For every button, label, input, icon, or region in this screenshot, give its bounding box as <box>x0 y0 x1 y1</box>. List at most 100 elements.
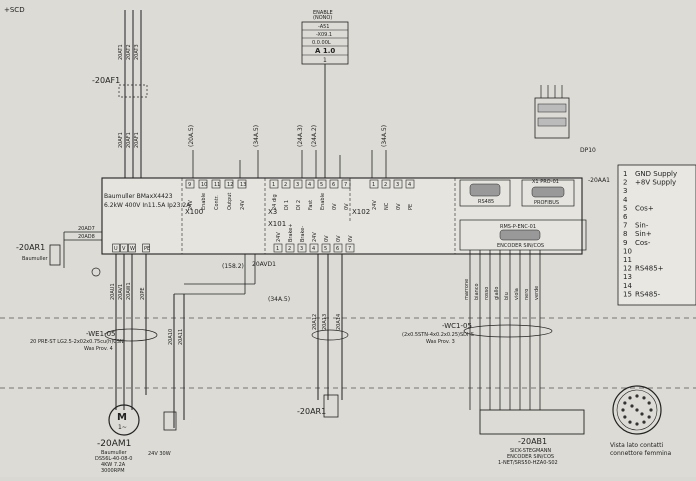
ctrl-tag-4: (24A.2) <box>311 125 318 147</box>
encoder-wire-label: marrone <box>464 279 470 300</box>
pin-name: NC <box>384 202 390 210</box>
motor-wire-v: 20AV1 <box>118 284 124 300</box>
power-label-3: 20AF1 <box>134 132 140 148</box>
ad7-label: 20AD7 <box>78 226 95 232</box>
x101-pin: 3 <box>300 246 303 252</box>
wc1-sub: (2x0.5STN-4x0.2x0.25)SDHS <box>402 332 474 338</box>
tag-34a5: (34A.5) <box>268 296 290 303</box>
ar1-left-label: -20AR1 <box>16 243 45 252</box>
pin-number: 1 <box>272 182 275 188</box>
dp10-label: DP10 <box>580 147 596 154</box>
pin-name: 24V <box>188 200 194 210</box>
ab1-sub-2: ENCODER SIN/COS <box>507 454 554 460</box>
power-wire-1: 20AT1 <box>118 44 124 60</box>
enable-line-4: A 1.0 <box>315 47 335 55</box>
x101-pin: 2 <box>288 246 291 252</box>
ab1-sub-1: SICK-STEGMANN <box>510 448 551 454</box>
pin-name: 0V <box>396 203 402 210</box>
pin-name: PE <box>408 204 414 210</box>
enable-sub: (NONO) <box>313 15 332 21</box>
pin-number: 11 <box>214 182 220 188</box>
pinout-number: 13 <box>623 273 632 281</box>
brake-circuit: 20A10 20A11 24V 30W (158.2) 20AVD1 <box>148 254 276 457</box>
x101-pin-name: Brake- <box>300 226 306 242</box>
pinout-number: 9 <box>623 239 627 247</box>
pin-number: 7 <box>344 182 347 188</box>
connector-caption-1: Vista lato contatti <box>610 442 663 449</box>
encoder-port <box>459 219 587 251</box>
encoder-plug: RMS-P-ENC-01 <box>500 224 536 230</box>
enable-line-5: 1 <box>323 57 327 64</box>
pin-number: 12 <box>227 182 233 188</box>
x101-pin-name: 24V <box>312 232 318 242</box>
encoder-wire-label: bianco <box>474 283 480 300</box>
power-feed: 20AT1 20AT2 20AT3 -20AF1 20AF1 20AF1 20A… <box>92 10 148 180</box>
ad8-label: 20AD8 <box>78 234 95 240</box>
x101-label: X101 <box>268 220 286 228</box>
ctrl-tag-2: (34A.5) <box>253 125 260 147</box>
rs485-label: RS485 <box>478 199 494 205</box>
x3-label: X3 <box>268 208 277 216</box>
control-tags: (20A.5) (34A.5) (24A.3) (24A.2) (34A.5) <box>188 125 388 180</box>
pinout-number: 7 <box>623 222 627 230</box>
drive-20aa1: Baumuller BMaxX4423 6.2kW 400V In11.5A I… <box>101 177 610 255</box>
drive-spec: 6.2kW 400V In11.5A Ip23.2A <box>104 202 191 209</box>
we1-sub2: Was Prov. 4 <box>84 346 113 352</box>
pin-name: DI 2 <box>296 200 302 210</box>
power-wire-3: 20AT3 <box>134 44 140 60</box>
pin-number: 10 <box>201 182 207 188</box>
ab1-label: -20AB1 <box>518 437 547 446</box>
encoder-label: ENCODER SIN/COS <box>497 243 544 249</box>
x101-pin-name: 0V <box>324 235 330 242</box>
am1-label: -20AM1 <box>97 439 131 449</box>
pin-name: Enable <box>201 193 207 210</box>
power-label-1: 20AF1 <box>118 132 124 148</box>
pinout-number: 10 <box>623 247 632 255</box>
pinout-signal: RS485- <box>635 290 661 298</box>
pinout-number: 11 <box>623 256 632 264</box>
pinout-number: 6 <box>623 213 628 221</box>
enable-box: ENABLE (NONO) -A51 -X09.1 0.0.00L A 1.0 … <box>301 10 349 180</box>
x101-pin: 5 <box>324 246 327 252</box>
pinout-signal: +8V Supply <box>635 179 676 187</box>
brake-wire-1: 20A10 <box>168 329 174 345</box>
pinout-number: 12 <box>623 265 632 273</box>
tag-avd1: 20AVD1 <box>252 261 276 268</box>
pinout-number: 15 <box>623 290 632 298</box>
am1-sub-4: 3000RPM <box>101 468 125 474</box>
encoder-wire-label: blu <box>504 292 510 300</box>
motor-cable: 20AU1 20AV1 20AW1 20PE -WE1-05 20 PRE-ST… <box>30 254 158 410</box>
fuse-20af1 <box>118 84 148 98</box>
round-connector: Vista lato contatti connettore femmina <box>610 385 672 457</box>
pinout-number: 1 <box>623 170 627 178</box>
we1-label: -WE1-05 <box>86 330 115 338</box>
pin-number: 4 <box>308 182 311 188</box>
enable-line-3: 0.0.00L <box>312 40 331 46</box>
encoder-wire-label: verde <box>534 286 540 300</box>
rs485-port <box>459 179 511 207</box>
ar1-left-sub: Baumuller <box>22 256 49 262</box>
pin-name: 24V <box>240 200 246 210</box>
power-pin: U <box>114 246 118 252</box>
power-pin: V <box>122 246 126 252</box>
profibus-label: PROFIBUS <box>534 200 559 206</box>
enable-line-1: -A51 <box>318 24 329 30</box>
pin-name: Fast <box>308 200 314 210</box>
pin-name: 24 dig <box>272 194 278 210</box>
encoder-wire-label: giallo <box>494 287 500 300</box>
pin-number: 6 <box>332 182 335 188</box>
pinout-signal: GND Supply <box>635 170 677 178</box>
power-label-2: 20AF1 <box>126 132 132 148</box>
enc-wire-3: 20A14 <box>336 314 342 330</box>
pinout-number: 5 <box>623 204 627 212</box>
power-pin: W <box>130 246 135 252</box>
am1-sub-2: DS56L-40-08-0 <box>95 456 132 462</box>
pin-name: 0V <box>344 203 350 210</box>
ctrl-tag-5: (34A.5) <box>381 125 388 147</box>
pinout-signal: Cos- <box>635 239 651 247</box>
brake-wire-2: 20A11 <box>178 329 184 345</box>
pin-name: 24V <box>372 200 378 210</box>
pin-number: 3 <box>396 182 399 188</box>
